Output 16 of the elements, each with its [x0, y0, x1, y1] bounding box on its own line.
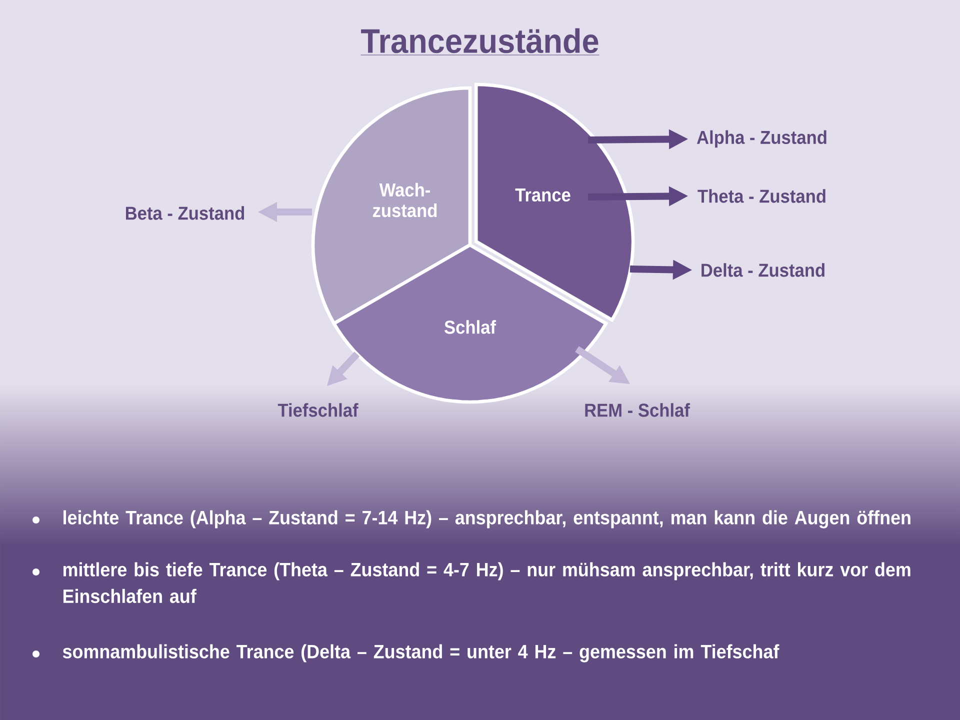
bullet-text: mittlere bis tiefe Trance (Theta – Zustand = 4-7 Hz) – nur mühsam ansprechbar, tritt kurz vor dem Einschlafen auf — [63, 562, 910, 604]
bullet-text: leichte Trance (Alpha – Zustand = 7-14 Hz) – ansprechbar, entspannt, man kann die Augen öffnen — [64, 510, 910, 528]
arrow — [630, 260, 692, 280]
state-label: Alpha - Zustand — [696, 130, 826, 148]
arrow — [588, 129, 688, 150]
state-label: REM - Schlaf — [585, 403, 690, 417]
bullet-text: somnambulistische Trance (Delta – Zustand = unter 4 Hz – gemessen im Tiefschaf — [62, 644, 780, 662]
arrow — [575, 346, 630, 384]
state-label: Delta - Zustand — [702, 263, 824, 277]
title: Trancezustände — [360, 28, 600, 56]
state-label: Theta - Zustand — [698, 189, 826, 203]
arrow — [258, 202, 312, 222]
arrow — [588, 186, 688, 206]
state-label: Beta - Zustand — [126, 206, 244, 220]
arrow — [327, 352, 360, 386]
state-label: Tiefschlaf — [278, 403, 358, 417]
